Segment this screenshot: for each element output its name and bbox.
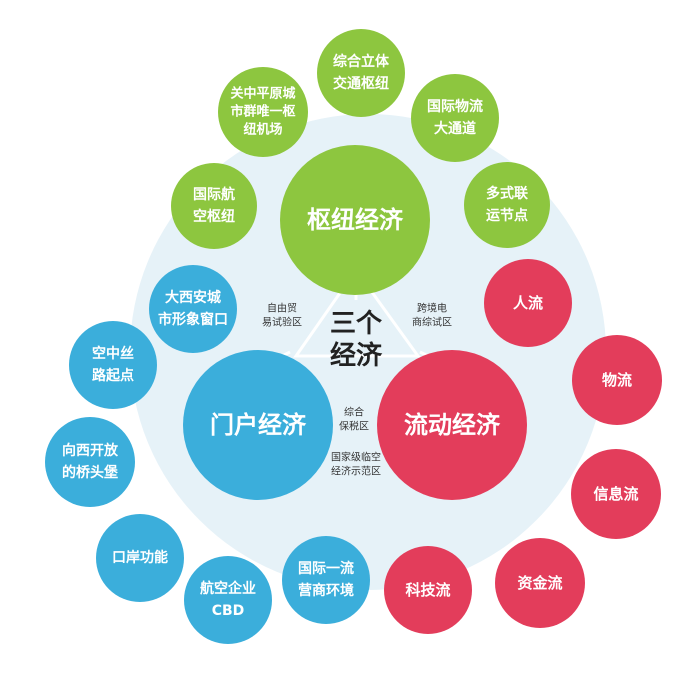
satellite-circle-zonghe-liti [317, 29, 405, 117]
satellite-label-xinxi: 信息流 [593, 485, 638, 503]
satellite-circle-guanzhong [218, 67, 308, 157]
bridge-label-guojia-line: 经济示范区 [331, 465, 381, 478]
satellite-label-guanzhong-line: 市群唯一枢 [230, 104, 295, 120]
satellite-circle-guoji-wuliu [411, 74, 499, 162]
satellite-label-guoji-wuliu-line: 国际物流 [427, 98, 483, 115]
satellite-label-keji: 科技流 [405, 581, 450, 599]
hub-label-gateway-line: 门户经济 [210, 411, 307, 439]
satellite-circle-xiangxi [45, 417, 135, 507]
satellite-label-zonghe-liti-line: 综合立体 [333, 53, 390, 70]
satellite-label-guoji-yiliu-line: 国际一流 [298, 560, 354, 577]
satellite-circle-guoji-yiliu [282, 536, 370, 624]
hub-label-flow-line: 流动经济 [404, 411, 501, 439]
hub-label-hub-line: 枢纽经济 [307, 206, 404, 234]
satellite-circle-hangkong-cbd [184, 556, 272, 644]
satellite-label-keji-line: 科技流 [405, 581, 450, 599]
hub-circle-flow [377, 350, 527, 500]
satellite-label-daxian-line: 市形象窗口 [158, 311, 228, 328]
satellite-circle-wuliu [572, 335, 662, 425]
satellite-circle-keji [384, 546, 472, 634]
satellite-label-guanzhong-line: 关中平原城 [230, 86, 295, 102]
satellite-circle-zijin [495, 538, 585, 628]
center-triangle [293, 267, 421, 358]
satellite-label-kongzhong-line: 路起点 [92, 367, 134, 384]
hub-label-flow: 流动经济 [404, 411, 501, 439]
satellite-label-guoji-yiliu-line: 营商环境 [298, 582, 354, 599]
satellite-label-renliu-line: 人流 [513, 294, 543, 312]
satellite-label-xiangxi-line: 向西开放 [62, 442, 119, 459]
center-title-line: 三个 [330, 309, 383, 339]
satellite-label-zonghe-liti-line: 交通枢纽 [333, 75, 389, 92]
satellite-label-daxian-line: 大西安城 [165, 289, 221, 306]
satellite-circle-guoji-hang [171, 163, 257, 249]
satellite-circle-kongzhong [69, 321, 157, 409]
satellite-label-kouan: 口岸功能 [112, 549, 168, 566]
satellite-label-kouan-line: 口岸功能 [112, 549, 168, 566]
bridge-label-zonghe-line: 保税区 [339, 420, 369, 433]
satellite-label-guanzhong-line: 纽机场 [243, 122, 282, 138]
bridge-label-kuajing-line: 跨境电 [417, 302, 447, 315]
satellite-circle-xinxi [571, 449, 661, 539]
satellite-circle-daxian [149, 265, 237, 353]
satellite-label-hangkong-cbd-line: 航空企业 [200, 580, 256, 597]
bridge-label-ziyou-line: 自由贸 [267, 302, 297, 315]
satellite-label-duoshi-line: 多式联 [486, 185, 529, 202]
satellite-label-xinxi-line: 信息流 [593, 485, 638, 503]
satellite-label-hangkong-cbd-line: CBD [212, 603, 245, 619]
hub-label-hub: 枢纽经济 [307, 206, 404, 234]
satellite-label-renliu: 人流 [513, 294, 543, 312]
hub-circle-hub [280, 145, 430, 295]
hub-label-gateway: 门户经济 [210, 411, 307, 439]
satellite-label-guoji-hang-line: 国际航 [193, 186, 235, 203]
satellite-label-guoji-wuliu-line: 大通道 [434, 120, 476, 137]
satellite-label-duoshi-line: 运节点 [486, 207, 528, 224]
satellite-label-wuliu-line: 物流 [602, 371, 632, 389]
satellite-circle-kouan [96, 514, 184, 602]
satellite-label-xiangxi-line: 的桥头堡 [62, 464, 118, 481]
satellite-circle-duoshi [464, 162, 550, 248]
satellite-label-zijin-line: 资金流 [517, 574, 562, 592]
center-title-line: 经济 [330, 340, 383, 371]
bridge-label-kuajing-line: 商综试区 [412, 316, 452, 329]
satellite-circle-renliu [484, 259, 572, 347]
bridge-label-zonghe-line: 综合 [344, 406, 364, 419]
satellite-label-wuliu: 物流 [602, 371, 632, 389]
bridge-label-ziyou-line: 易试验区 [262, 316, 302, 329]
satellite-label-zijin: 资金流 [517, 574, 562, 592]
bridge-label-guojia-line: 国家级临空 [331, 451, 381, 464]
hub-circle-gateway [183, 350, 333, 500]
satellite-label-guoji-hang-line: 空枢纽 [193, 208, 235, 225]
satellite-label-kongzhong-line: 空中丝 [92, 345, 134, 362]
satellite-label-hangkong-cbd: 航空企业 CBD [200, 580, 256, 619]
